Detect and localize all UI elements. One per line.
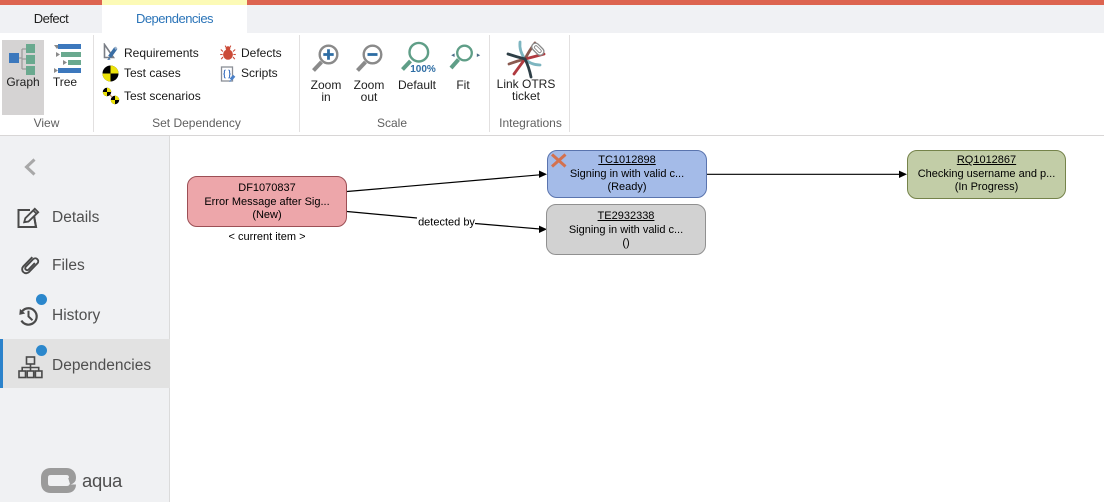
- svg-text:detected by: detected by: [418, 216, 475, 228]
